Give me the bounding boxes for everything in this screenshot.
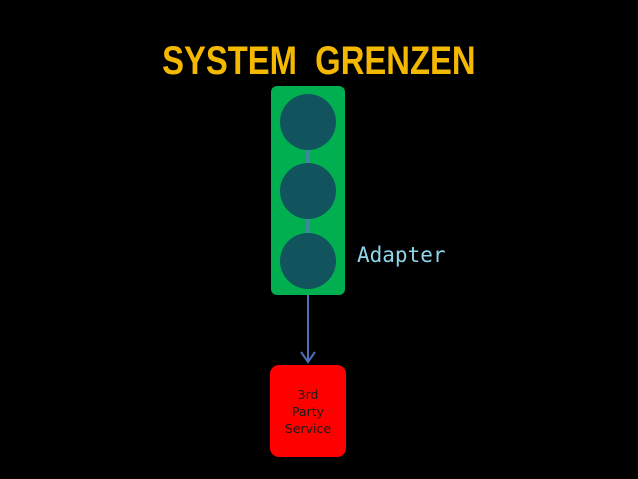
node-top bbox=[280, 94, 336, 150]
third-party-service: 3rd Party Service bbox=[270, 365, 346, 457]
service-line-1: 3rd bbox=[297, 386, 319, 402]
arrow-head bbox=[300, 351, 316, 364]
node-adapter bbox=[280, 233, 336, 289]
service-line-3: Service bbox=[284, 420, 332, 436]
node-middle bbox=[280, 163, 336, 219]
slide-title: SYSTEM GRENZEN bbox=[162, 39, 476, 83]
service-line-2: Party bbox=[291, 403, 325, 419]
adapter-label: Adapter bbox=[357, 243, 446, 267]
